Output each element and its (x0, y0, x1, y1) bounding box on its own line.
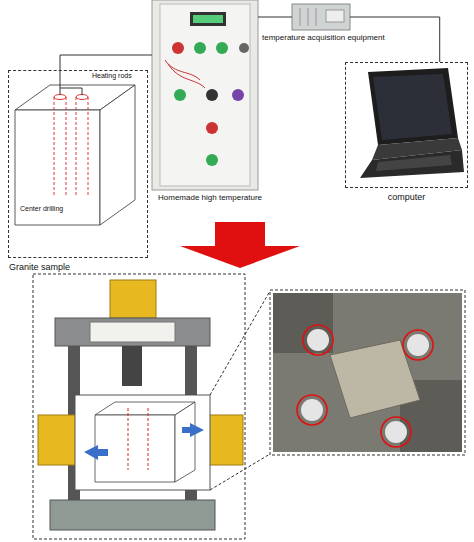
control-cabinet-part (232, 89, 244, 101)
acquisition-device-part (316, 8, 317, 26)
control-cabinet-part (216, 42, 228, 54)
press-machine-part (110, 280, 156, 318)
dashed-frame (33, 274, 245, 539)
inset-photo-part-part (297, 395, 327, 425)
inset-photo-part (297, 325, 433, 447)
heating-rods (54, 95, 88, 196)
granite-cube-part (100, 85, 135, 225)
zoom-leader-part (210, 454, 270, 490)
rod-wire (60, 70, 82, 95)
acquisition-device-part (308, 8, 309, 26)
press-machine-part (128, 408, 129, 470)
heating-rods-part (54, 97, 55, 195)
press-machine-part (50, 500, 215, 530)
inset-photo-part (301, 399, 323, 421)
laptop-part (360, 150, 464, 178)
signal-wire (258, 17, 292, 18)
rod-wire-part (60, 70, 61, 95)
laptop-part (368, 68, 458, 145)
control-cabinet-part (206, 154, 218, 166)
control-cabinet-part (206, 122, 218, 134)
press-machine-part (148, 408, 149, 470)
press-machine-part (90, 322, 175, 342)
press-machine-part (84, 445, 108, 460)
signal-wire (60, 55, 152, 70)
inset-photo-part-part (303, 325, 333, 355)
control-cabinet-part (194, 42, 206, 54)
press-machine-part (175, 402, 195, 482)
inset-photo-part-part (403, 330, 433, 360)
inset-photo-part (385, 421, 407, 443)
granite-cube (15, 85, 135, 225)
press-machine-part (38, 415, 78, 465)
control-cabinet-part (152, 0, 258, 190)
press-machine-part (95, 415, 175, 482)
control-cabinet-part (239, 43, 249, 53)
press-machine-part (55, 318, 210, 346)
press-machine-part (182, 423, 204, 437)
acquisition-device-part (326, 10, 344, 22)
sample-frame: Granite sample (8, 70, 148, 258)
inset-photo-part (273, 293, 462, 452)
heating-rods-part (54, 95, 66, 100)
heating-rods-part (76, 97, 77, 195)
control-cabinet-part (206, 89, 218, 101)
down-arrow (180, 222, 300, 268)
control-cabinet (152, 0, 258, 190)
inset-photo (273, 293, 462, 452)
inset-photo-part-part (381, 417, 411, 447)
press-machine-part (122, 346, 142, 386)
granite-cube-part (15, 110, 100, 225)
node-caption: temperature acquisition equipment (262, 33, 385, 42)
dashed-frame (270, 290, 465, 455)
cabinet-photo: Homemade high temperature (152, 0, 258, 190)
node-caption: computer (388, 192, 426, 202)
zoom-leader-part (210, 291, 270, 395)
control-cabinet-part (172, 42, 184, 54)
acquisition-device-part (300, 8, 301, 26)
node-caption: Granite sample (9, 262, 70, 272)
control-cabinet-part (190, 12, 226, 26)
zoom-leader (210, 291, 270, 490)
control-cabinet-part (160, 4, 250, 186)
part-label: Heating rods (92, 72, 132, 80)
heating-rods-part (66, 97, 67, 195)
press-machine-part (205, 415, 243, 465)
acquisition-device (292, 4, 350, 30)
inset-photo-part (407, 334, 429, 356)
laptop-part (373, 74, 452, 140)
press-machine-part (75, 395, 210, 490)
laptop-part (376, 155, 452, 171)
control-cabinet-part (174, 89, 186, 101)
heating-rods-part (76, 95, 88, 100)
inset-photo-part (330, 340, 420, 418)
press-machine (38, 280, 243, 530)
heating-rods-part (88, 97, 89, 195)
inset-photo-part (307, 329, 329, 351)
control-cabinet-part (193, 15, 223, 23)
device-photo: temperature acquisition equipment (292, 4, 350, 30)
part-label: Center drilling (20, 205, 63, 213)
laptop (360, 68, 464, 178)
computer-frame: computer (345, 62, 468, 188)
node-caption: Homemade high temperature (158, 193, 262, 202)
acquisition-device-part (292, 4, 350, 30)
control-cabinet-part (168, 64, 205, 88)
rod-wire-part (60, 88, 82, 95)
